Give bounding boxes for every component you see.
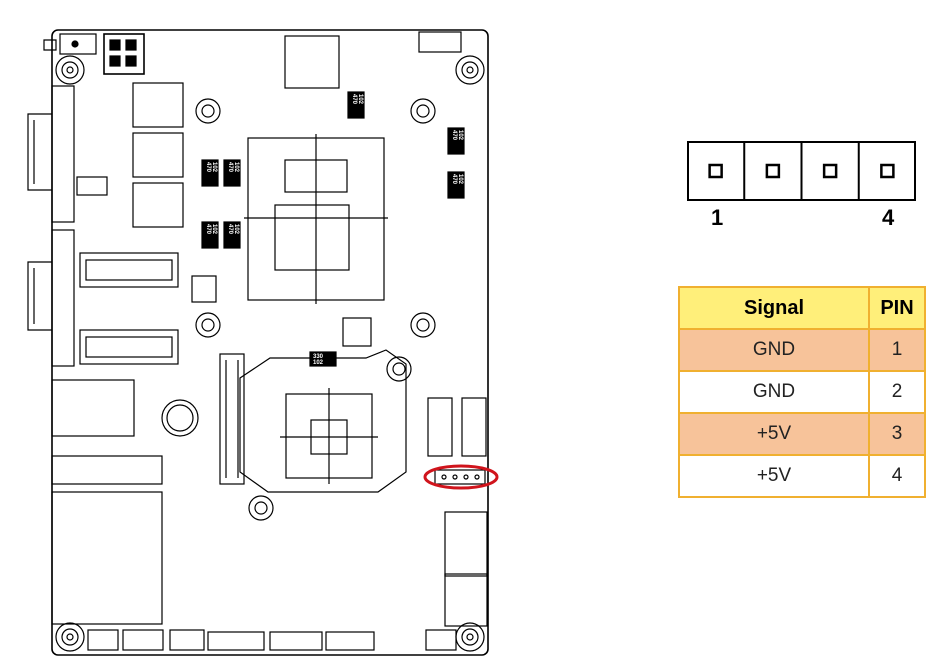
- lan-port: [51, 491, 163, 625]
- inductor: [132, 82, 184, 128]
- chip-marking: 102: [211, 162, 217, 173]
- chip-marking: 102: [211, 224, 217, 235]
- pin-2-icon: [765, 163, 781, 179]
- pin-header: [444, 573, 488, 627]
- pin-cell: 3: [868, 412, 926, 456]
- mounting-hole-bottom-right: [455, 622, 485, 652]
- pin-3-icon: [822, 163, 838, 179]
- chip-marking: 330: [313, 354, 324, 360]
- bottom-connectors: [87, 629, 457, 651]
- power-header-pins: [441, 474, 480, 480]
- chip-marking: 102: [233, 224, 239, 235]
- serial-port: [27, 85, 75, 223]
- table-header-row: Signal PIN: [678, 286, 926, 330]
- pin-cell: 2: [868, 370, 926, 414]
- pin-4-icon: [880, 163, 895, 179]
- column-header-pin: PIN: [868, 286, 926, 330]
- table-row: GND 2: [678, 370, 926, 414]
- mounting-hole-top-left: [55, 55, 85, 85]
- mounting-hole-inner: [195, 98, 436, 521]
- usb-port: [51, 455, 163, 485]
- inductor: [132, 132, 184, 178]
- signal-cell: GND: [678, 370, 870, 414]
- usb-port: [51, 379, 135, 437]
- chip-marking: 102: [357, 94, 363, 105]
- inductor: [132, 182, 184, 228]
- signal-cell: +5V: [678, 412, 870, 456]
- chip-marking: 470: [451, 174, 457, 185]
- chip-marking: 470: [205, 162, 211, 173]
- ic-chip: [191, 275, 217, 303]
- pin-label-last: 4: [882, 205, 895, 230]
- chip-marking: 102: [313, 360, 324, 366]
- pin-cell: 4: [868, 454, 926, 498]
- chip-marking: 470: [451, 130, 457, 141]
- cpu-socket: [244, 134, 388, 304]
- highlight-ring: [423, 464, 499, 490]
- vga-port: [27, 229, 75, 367]
- box-header: [79, 252, 179, 288]
- chipset-heatsink: [239, 349, 407, 493]
- board-outline: [51, 29, 489, 656]
- chip-marking: 470: [351, 94, 357, 105]
- pin-header-diagram: [687, 141, 916, 201]
- pin-label-first: 1: [711, 205, 724, 230]
- ic-chip: [342, 317, 372, 347]
- mounting-hole-top-right: [455, 55, 485, 85]
- sata-connector: [427, 397, 487, 457]
- chip-marking: 470: [227, 162, 233, 173]
- pin-assignment-table: Signal PIN GND 1 GND 2 +5V 3 +5V 4: [678, 286, 926, 498]
- column-header-signal: Signal: [678, 286, 870, 330]
- power-connector: [103, 33, 145, 75]
- table-row: +5V 3: [678, 412, 926, 456]
- long-connector: [219, 353, 245, 485]
- box-header: [79, 329, 179, 365]
- fan-connector: [418, 31, 462, 53]
- chip-marking: 102: [233, 162, 239, 173]
- chip-marking: 102: [457, 174, 463, 185]
- jumper-block: [59, 33, 97, 55]
- table-row: GND 1: [678, 328, 926, 372]
- table-row: +5V 4: [678, 454, 926, 498]
- pin-1-icon: [708, 163, 723, 179]
- ic-chip: [284, 35, 340, 89]
- mounting-hole-bottom-left: [55, 622, 85, 652]
- signal-cell: GND: [678, 328, 870, 372]
- battery: [161, 399, 199, 437]
- power-header-4pin: [434, 469, 486, 485]
- board-notch: [43, 39, 57, 51]
- pin-header: [444, 511, 488, 577]
- chip-marking: 470: [205, 224, 211, 235]
- chip-marking: 470: [227, 224, 233, 235]
- small-header: [76, 176, 108, 196]
- chip-marking: 102: [457, 130, 463, 141]
- pin-cell: 1: [868, 328, 926, 372]
- signal-cell: +5V: [678, 454, 870, 498]
